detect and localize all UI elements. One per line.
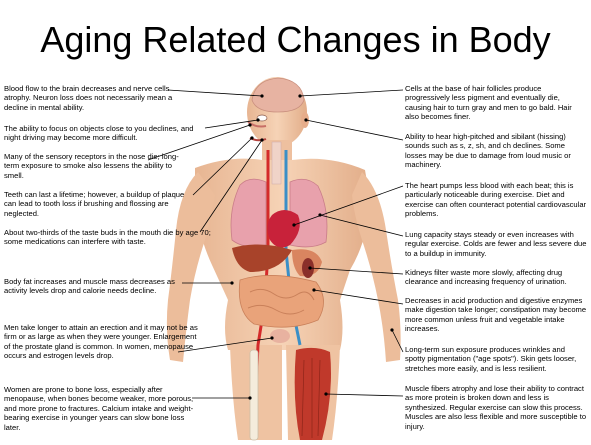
- note-muscle: Muscle fibers atrophy and lose their abi…: [405, 384, 587, 431]
- note-lung: Lung capacity stays steady or even incre…: [405, 230, 587, 258]
- note-body-fat: Body fat increases and muscle mass decre…: [4, 277, 200, 296]
- trachea: [272, 142, 281, 184]
- note-prostate: Men take longer to attain an erection an…: [4, 323, 200, 361]
- note-nose: Many of the sensory receptors in the nos…: [4, 152, 188, 180]
- note-digestion: Decreases in acid production and digesti…: [405, 296, 587, 334]
- brain: [252, 78, 304, 112]
- femur: [250, 350, 258, 440]
- note-hearing: Ability to hear high-pitched and sibilan…: [405, 132, 587, 170]
- note-eyes: The ability to focus on objects close to…: [4, 124, 210, 143]
- note-bone: Women are prone to bone loss, especially…: [4, 385, 200, 432]
- note-teeth: Teeth can last a lifetime; however, a bu…: [4, 190, 196, 218]
- note-skin: Long-term sun exposure produces wrinkles…: [405, 345, 587, 373]
- note-heart: The heart pumps less blood with each bea…: [405, 181, 587, 219]
- bladder: [270, 329, 290, 343]
- note-hair: Cells at the base of hair follicles prod…: [405, 84, 587, 122]
- note-taste: About two-thirds of the taste buds in th…: [4, 228, 212, 247]
- note-kidney: Kidneys filter waste more slowly, affect…: [405, 268, 587, 287]
- note-brain: Blood flow to the brain decreases and ne…: [4, 84, 182, 112]
- intestines: [239, 275, 323, 327]
